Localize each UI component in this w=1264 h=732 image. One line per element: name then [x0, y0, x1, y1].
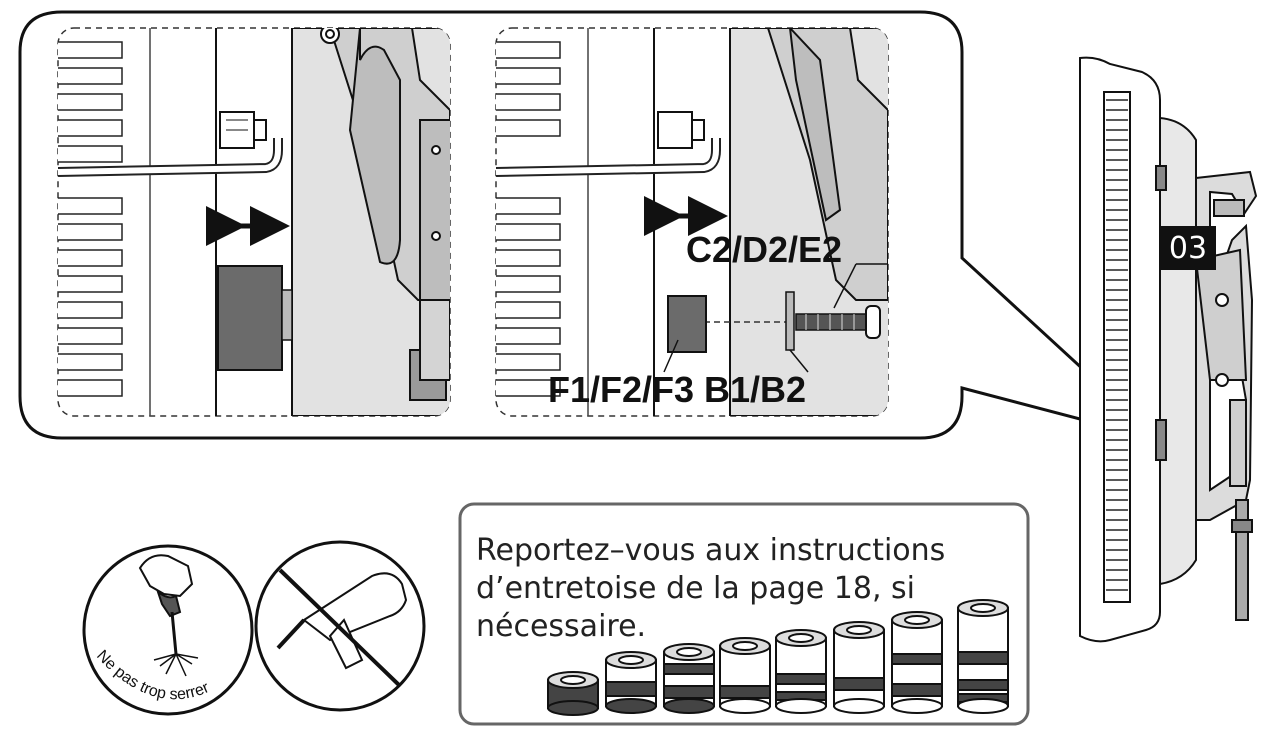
spacer-item: [605, 651, 657, 714]
note-line-3: nécessaire.: [476, 609, 646, 644]
tv-side-view: [1079, 56, 1258, 643]
spacer-item: [957, 599, 1009, 714]
note-line-2: d’entretoise de la page 18, si: [476, 571, 915, 606]
spacer-item: [547, 671, 599, 716]
spacer-block: [217, 265, 283, 371]
detail-panel-installed: [57, 27, 451, 417]
spacer-block: [667, 295, 707, 353]
mount-bracket: [291, 28, 450, 416]
spacer-set: [547, 599, 1009, 716]
cable: [58, 111, 283, 177]
washer: [785, 291, 795, 351]
note-line-1: Reportez–vous aux instructions: [476, 533, 945, 568]
tv-vent-slots: [58, 41, 123, 397]
spacer-item: [775, 629, 827, 714]
spacer-item: [663, 643, 715, 714]
washer-parts-label: B1/B2: [704, 369, 806, 410]
hand-screwdriver-icon: Ne pas trop serrer: [82, 544, 254, 716]
step-number: 03: [1169, 231, 1207, 266]
spacer-item: [891, 611, 943, 714]
step-badge: 03: [1160, 226, 1216, 270]
spacer-item: [833, 621, 885, 714]
washer: [281, 289, 293, 341]
spacer-parts-label: F1/F2/F3: [548, 369, 694, 410]
spacer-item: [719, 637, 771, 714]
screw-parts-label: C2/D2/E2: [686, 229, 842, 270]
spacer-note-box: Reportez–vous aux instructions d’entreto…: [458, 502, 1030, 726]
screw-icon: [795, 305, 881, 339]
detail-panel-exploded: C2/D2/E2 F1/F2/F3 B1/B2: [495, 27, 889, 417]
no-power-drill-icon: [254, 540, 426, 712]
